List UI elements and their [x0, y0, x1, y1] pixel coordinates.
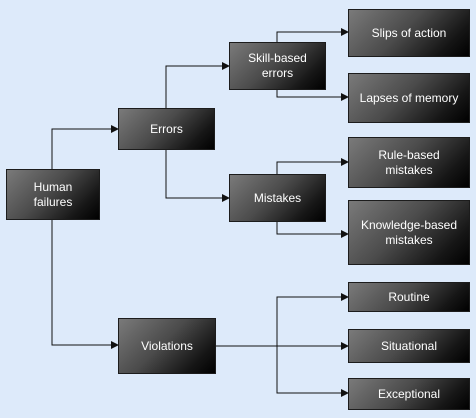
node-rule-based-mistakes: Rule-based mistakes	[348, 137, 470, 188]
node-skill-based-errors-label: Skill-based errors	[248, 51, 307, 80]
node-errors-label: Errors	[150, 121, 183, 136]
node-routine-label: Routine	[388, 289, 430, 304]
node-violations-label: Violations	[141, 338, 193, 353]
node-mistakes-label: Mistakes	[253, 190, 302, 205]
node-lapses-of-memory-label: Lapses of memory	[359, 90, 459, 105]
node-errors: Errors	[118, 108, 215, 150]
node-slips-of-action-label: Slips of action	[371, 25, 447, 40]
node-knowledge-based-mistakes-label: Knowledge-based mistakes	[360, 217, 458, 247]
connector-mistakes-rule	[276, 158, 349, 174]
node-slips-of-action: Slips of action	[348, 9, 470, 57]
connector-skill-slips	[276, 28, 349, 42]
node-human-failures: Human failures	[6, 169, 100, 220]
node-violations: Violations	[118, 318, 216, 374]
node-skill-based-errors: Skill-based errors	[229, 42, 326, 90]
connector-errors-skill-based	[165, 62, 230, 108]
node-knowledge-based-mistakes: Knowledge-based mistakes	[348, 200, 470, 265]
connector-skill-lapses	[276, 90, 349, 101]
node-lapses-of-memory: Lapses of memory	[348, 73, 470, 123]
connector-root-violations	[51, 220, 119, 349]
connector-violations-exceptional	[276, 346, 349, 397]
connector-mistakes-knowledge	[276, 222, 349, 238]
connector-errors-mistakes	[165, 150, 230, 202]
connector-violations-routine	[276, 293, 349, 346]
node-routine: Routine	[348, 282, 470, 312]
node-exceptional-label: Exceptional	[377, 386, 441, 401]
node-rule-based-mistakes-label: Rule-based mistakes	[378, 147, 440, 177]
node-exceptional: Exceptional	[348, 378, 470, 410]
node-mistakes: Mistakes	[229, 174, 326, 222]
node-situational-label: Situational	[380, 338, 438, 353]
node-human-failures-label: Human failures	[33, 179, 73, 209]
node-situational: Situational	[348, 329, 470, 363]
